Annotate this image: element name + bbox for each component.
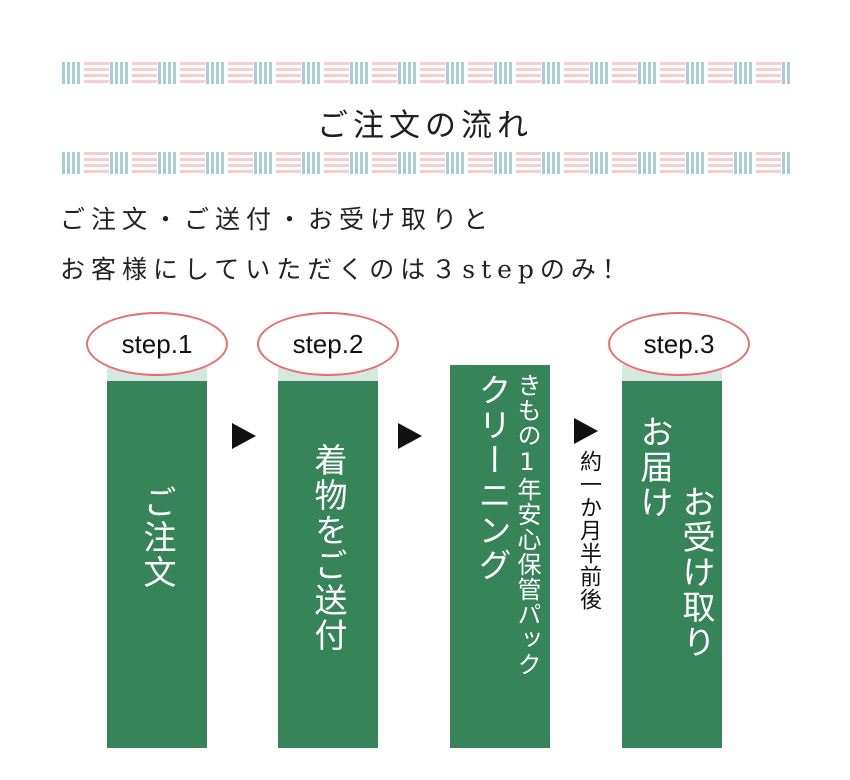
step-1-text: ご注文 [138,485,177,590]
arrow-right-icon [398,423,422,449]
step-3-text-2: お受け取り [677,485,716,660]
cleaning-column: クリーニング きもの1年安心保管パック [450,365,550,748]
arrow-right-icon [232,423,256,449]
decorative-band-bottom [62,152,790,174]
step-3-text-1: お届け [635,415,674,520]
step-2-badge: step.2 [257,312,399,376]
page-title: ご注文の流れ [317,108,533,144]
step-1-badge: step.1 [86,312,228,376]
step-3-column: お届け お受け取り [622,365,722,748]
intro-line-2: お客様にしていただくのは３stepのみ！ [60,255,633,284]
intro-line-1: ご注文・ご送付・お受け取りと [60,205,495,234]
arrow-right-icon [574,418,598,444]
step-2-column: 着物をご送付 [278,365,378,748]
step-1-column: ご注文 [107,365,207,748]
cleaning-subtitle: きもの1年安心保管パック [513,373,541,677]
step-3-badge: step.3 [608,312,750,376]
cleaning-title: クリーニング [473,373,512,583]
decorative-band-top [62,62,790,84]
duration-note: 約一か月半前後 [576,450,601,611]
step-2-text: 着物をご送付 [309,443,348,653]
